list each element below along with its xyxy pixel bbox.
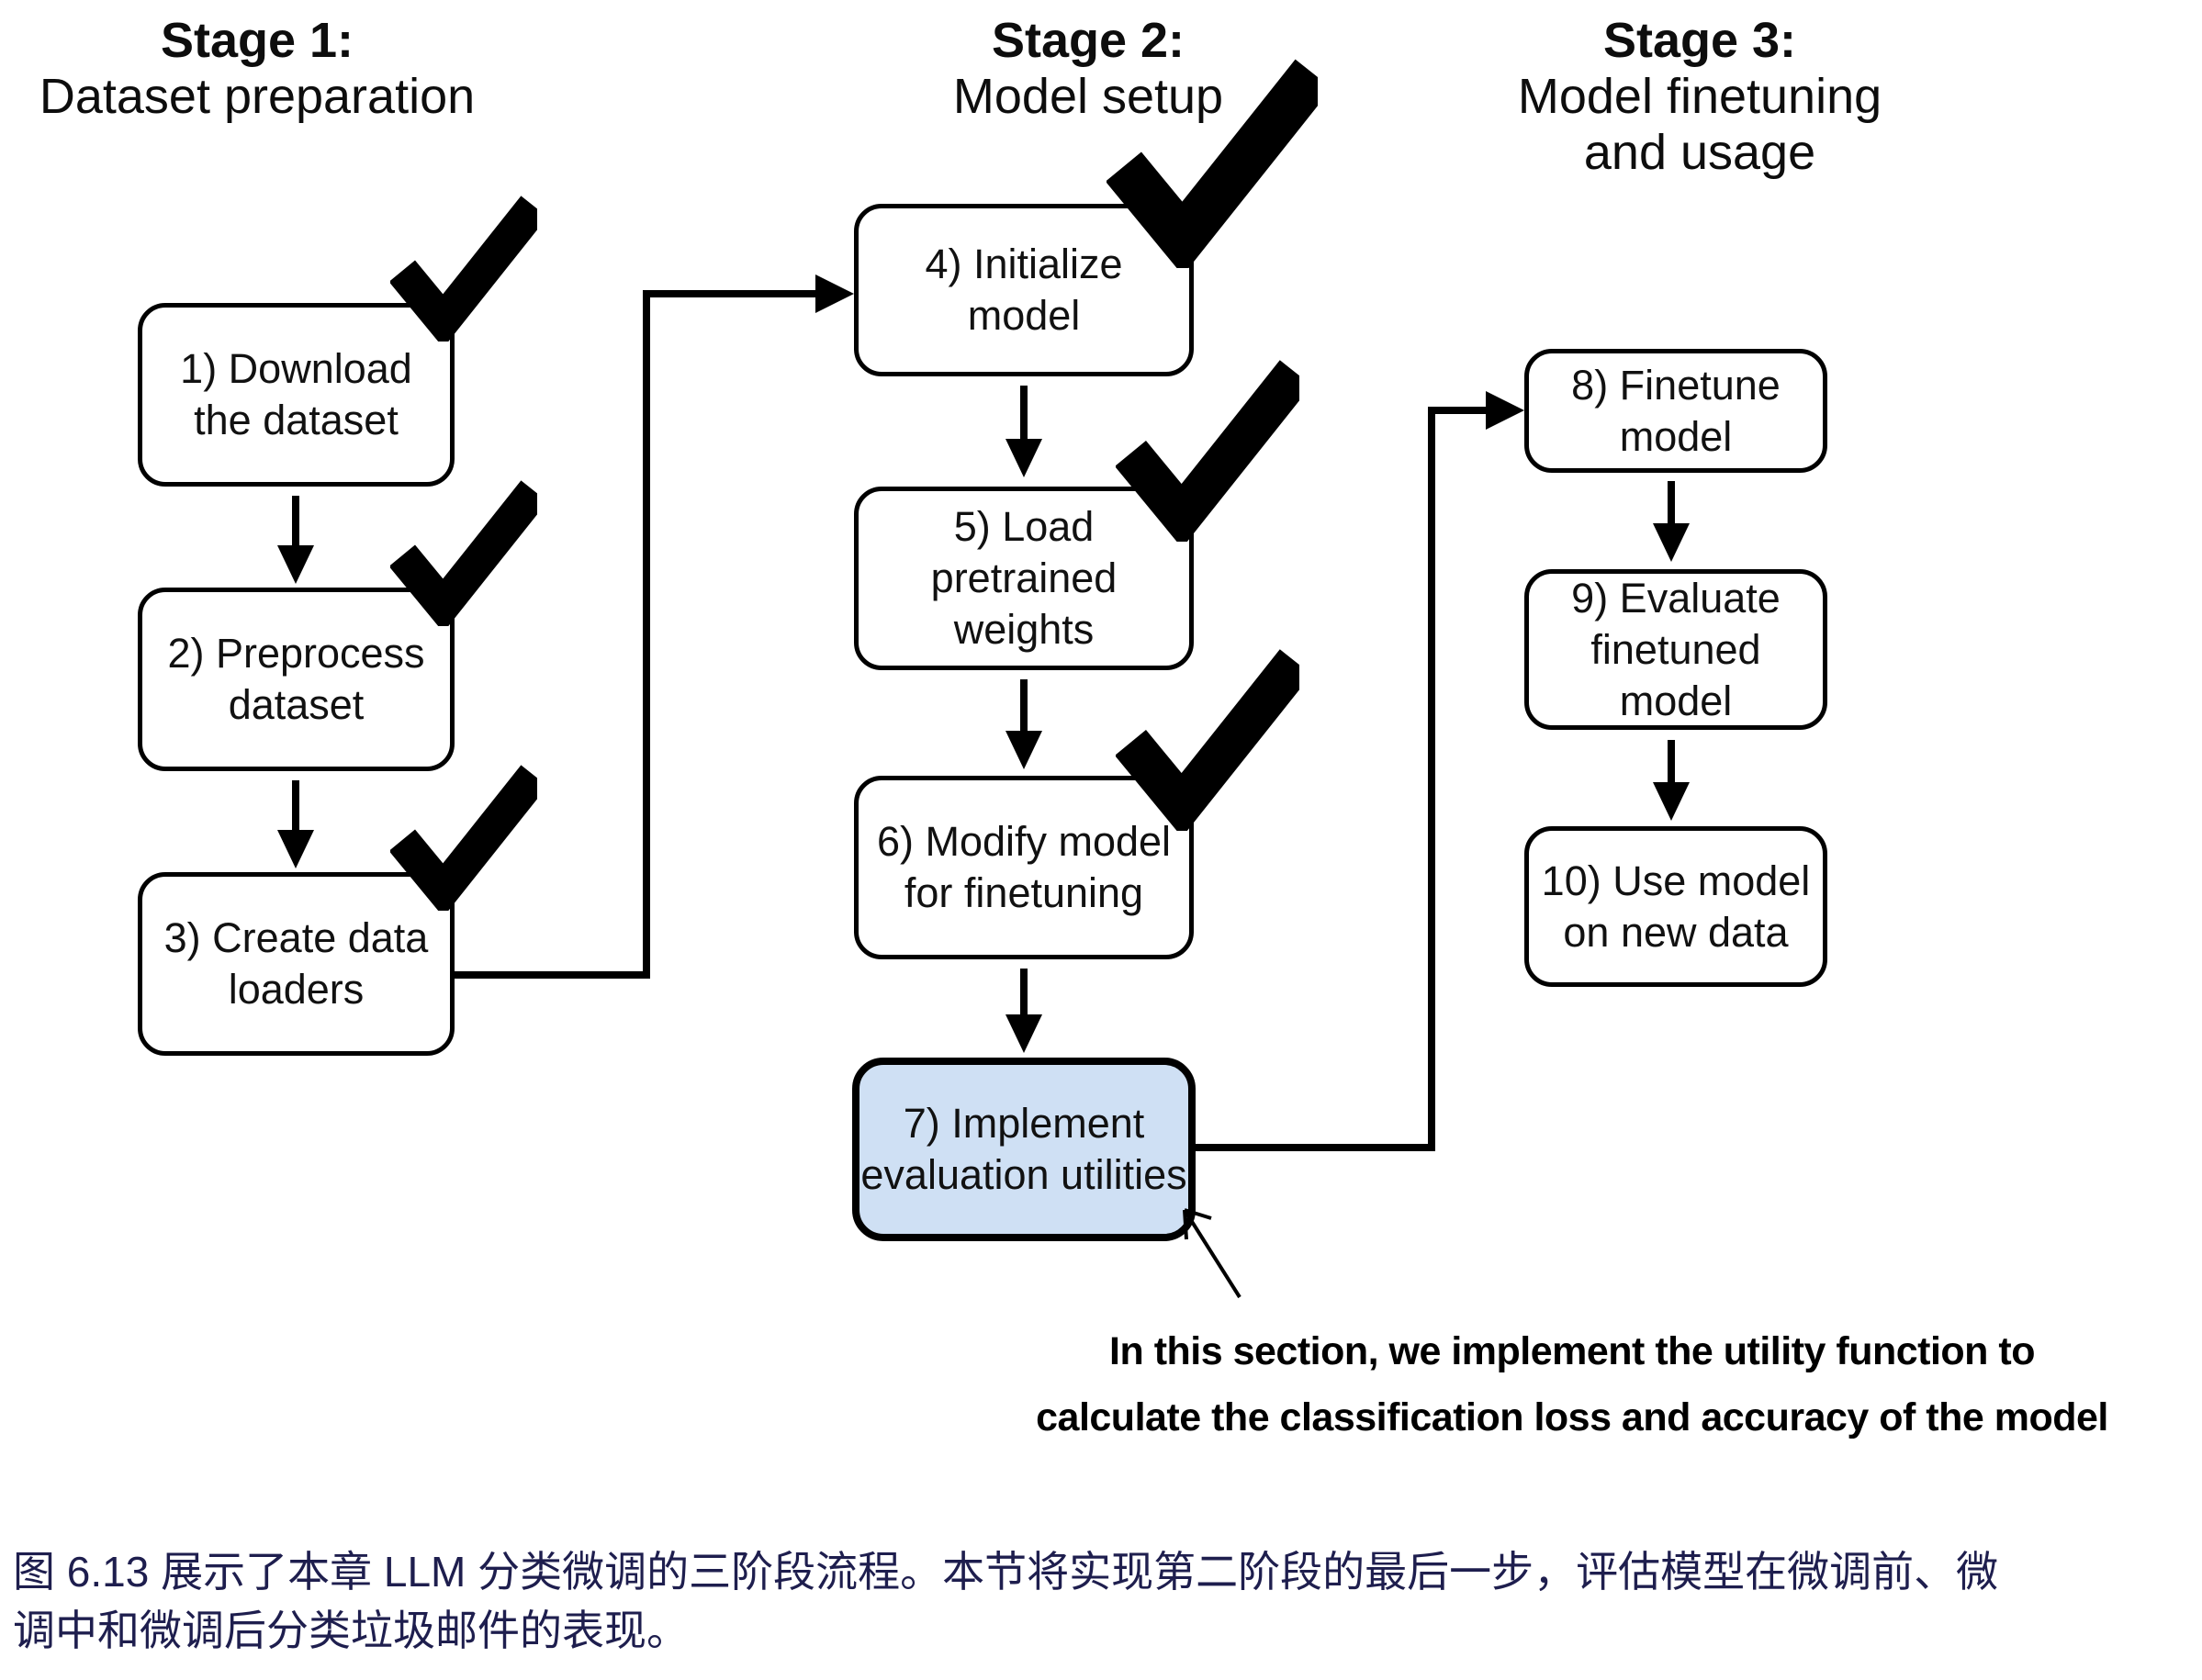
flow-box-line: 2) Preprocess bbox=[167, 630, 425, 677]
annotation-arrow-icon bbox=[1183, 1208, 1241, 1299]
flow-box-create-data-loaders: 3) Create data loaders bbox=[138, 872, 455, 1056]
stage-2-heading: Stage 2: Model setup bbox=[767, 13, 1410, 125]
flow-box-line: 6) Modify model bbox=[876, 818, 1172, 865]
arrow-right-icon bbox=[815, 274, 854, 313]
flow-box-line: evaluation utilities bbox=[860, 1151, 1187, 1198]
connector-box3-to-box4-arrow-shaft bbox=[650, 290, 815, 297]
stage-1-subtitle: Dataset preparation bbox=[39, 69, 476, 124]
flow-box-line: 5) Load pretrained bbox=[930, 503, 1118, 601]
arrow-down-icon bbox=[1653, 481, 1690, 562]
connector-box7-to-box8-vertical bbox=[1428, 407, 1435, 1151]
arrow-down-icon bbox=[277, 496, 314, 584]
arrow-down-icon bbox=[1006, 969, 1042, 1053]
arrow-down-icon bbox=[1653, 740, 1690, 821]
flow-box-line: weights bbox=[953, 606, 1095, 653]
flow-box-download-dataset: 1) Download the dataset bbox=[138, 303, 455, 487]
arrow-down-icon bbox=[1006, 386, 1042, 477]
flow-box-line: 1) Download bbox=[180, 345, 412, 392]
caption-line: 调中和微调后分类垃圾邮件的表现。 bbox=[13, 1607, 689, 1654]
flow-box-line: 8) Finetune model bbox=[1571, 361, 1781, 460]
checkmark-icon bbox=[390, 480, 537, 626]
flow-box-line: 4) Initialize bbox=[925, 241, 1123, 287]
flow-box-line: on new data bbox=[1563, 908, 1789, 956]
flow-box-line: dataset bbox=[228, 681, 365, 728]
stage-3-subtitle-line1: Model finetuning bbox=[1517, 69, 1882, 124]
connector-box3-to-box4-horizontal bbox=[455, 971, 650, 979]
stage-3-subtitle-line2: and usage bbox=[1583, 125, 1816, 180]
flow-box-line: loaders bbox=[228, 966, 365, 1013]
stage-2-subtitle: Model setup bbox=[952, 69, 1224, 124]
flow-box-line: finetuned model bbox=[1590, 625, 1761, 724]
flow-box-modify-model: 6) Modify model for finetuning bbox=[854, 776, 1194, 959]
flow-box-finetune-model: 8) Finetune model bbox=[1524, 349, 1827, 473]
stage-3-title: Stage 3: bbox=[1602, 13, 1797, 68]
flow-box-line: 9) Evaluate bbox=[1571, 574, 1781, 622]
checkmark-icon bbox=[390, 765, 537, 911]
stage-1-heading: Stage 1: Dataset preparation bbox=[0, 13, 579, 125]
annotation-text: In this section, we implement the utilit… bbox=[920, 1318, 2202, 1450]
flow-box-line: model bbox=[967, 292, 1081, 339]
arrow-right-icon bbox=[1486, 391, 1524, 430]
annotation-line: calculate the classification loss and ac… bbox=[1036, 1395, 2108, 1439]
checkmark-icon bbox=[1116, 649, 1299, 831]
flow-box-preprocess-dataset: 2) Preprocess dataset bbox=[138, 588, 455, 771]
flow-box-load-pretrained-weights: 5) Load pretrained weights bbox=[854, 487, 1194, 670]
stage-1-title: Stage 1: bbox=[160, 13, 354, 68]
arrow-down-icon bbox=[1006, 679, 1042, 769]
connector-box3-to-box4-vertical bbox=[643, 290, 650, 979]
flow-box-evaluate-finetuned-model: 9) Evaluate finetuned model bbox=[1524, 569, 1827, 730]
flow-box-use-model-new-data: 10) Use model on new data bbox=[1524, 826, 1827, 987]
flow-box-initialize-model: 4) Initialize model bbox=[854, 204, 1194, 376]
checkmark-icon bbox=[390, 196, 537, 342]
arrow-down-icon bbox=[277, 780, 314, 868]
figure-caption: 图 6.13 展示了本章 LLM 分类微调的三阶段流程。本节将实现第二阶段的最后… bbox=[13, 1542, 1998, 1660]
connector-box7-to-box8-horizontal bbox=[1196, 1144, 1435, 1151]
flow-box-line: for finetuning bbox=[904, 869, 1144, 916]
flow-box-line: 7) Implement bbox=[903, 1100, 1145, 1147]
stage-3-heading: Stage 3: Model finetuning and usage bbox=[1378, 13, 2021, 181]
checkmark-icon bbox=[1116, 360, 1299, 542]
flow-box-line: the dataset bbox=[194, 397, 399, 443]
flow-box-line: 10) Use model bbox=[1541, 857, 1811, 904]
stage-2-title: Stage 2: bbox=[991, 13, 1185, 68]
flow-box-implement-evaluation-utilities: 7) Implement evaluation utilities bbox=[852, 1058, 1196, 1241]
annotation-line: In this section, we implement the utilit… bbox=[1109, 1329, 2035, 1373]
caption-line: 图 6.13 展示了本章 LLM 分类微调的三阶段流程。本节将实现第二阶段的最后… bbox=[13, 1548, 1999, 1596]
flow-box-line: 3) Create data bbox=[163, 914, 429, 961]
connector-box7-to-box8-arrow-shaft bbox=[1435, 407, 1486, 414]
checkmark-icon bbox=[1107, 59, 1318, 268]
